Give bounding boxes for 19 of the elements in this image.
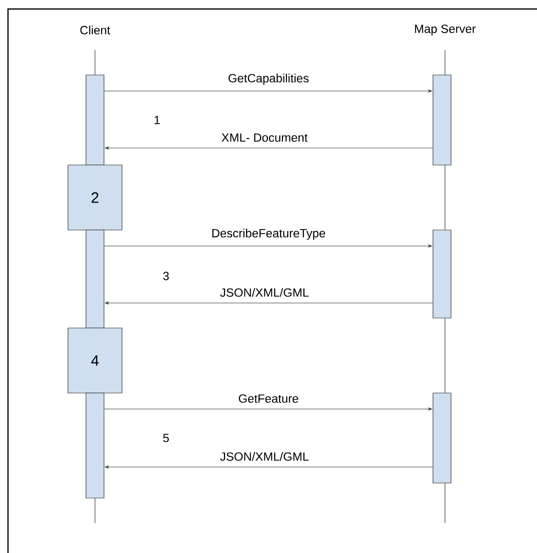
edge-label: GetCapabilities xyxy=(228,74,309,85)
lifeline-header: Map Server xyxy=(415,24,476,36)
callout-number: 5 xyxy=(163,434,169,442)
process-box: 2 xyxy=(68,164,122,230)
activation-bar xyxy=(86,230,104,328)
edge-label: JSON/XML/GML xyxy=(220,452,309,461)
callout-number: 1 xyxy=(154,116,160,124)
edge-label: XML- Document xyxy=(222,133,308,142)
lifeline-header: Client xyxy=(80,26,110,34)
activation-bar xyxy=(432,74,452,166)
edge-label: DescribeFeatureType xyxy=(212,228,326,240)
callout-number: 3 xyxy=(163,272,169,280)
activation-bar xyxy=(86,74,104,166)
activation-bar xyxy=(432,230,452,318)
edge-label: JSON/XML/GML xyxy=(220,288,309,297)
activation-bar xyxy=(86,392,104,498)
process-box: 4 xyxy=(68,328,122,394)
activation-bar xyxy=(432,392,452,484)
edge-label: GetFeature xyxy=(238,394,298,403)
